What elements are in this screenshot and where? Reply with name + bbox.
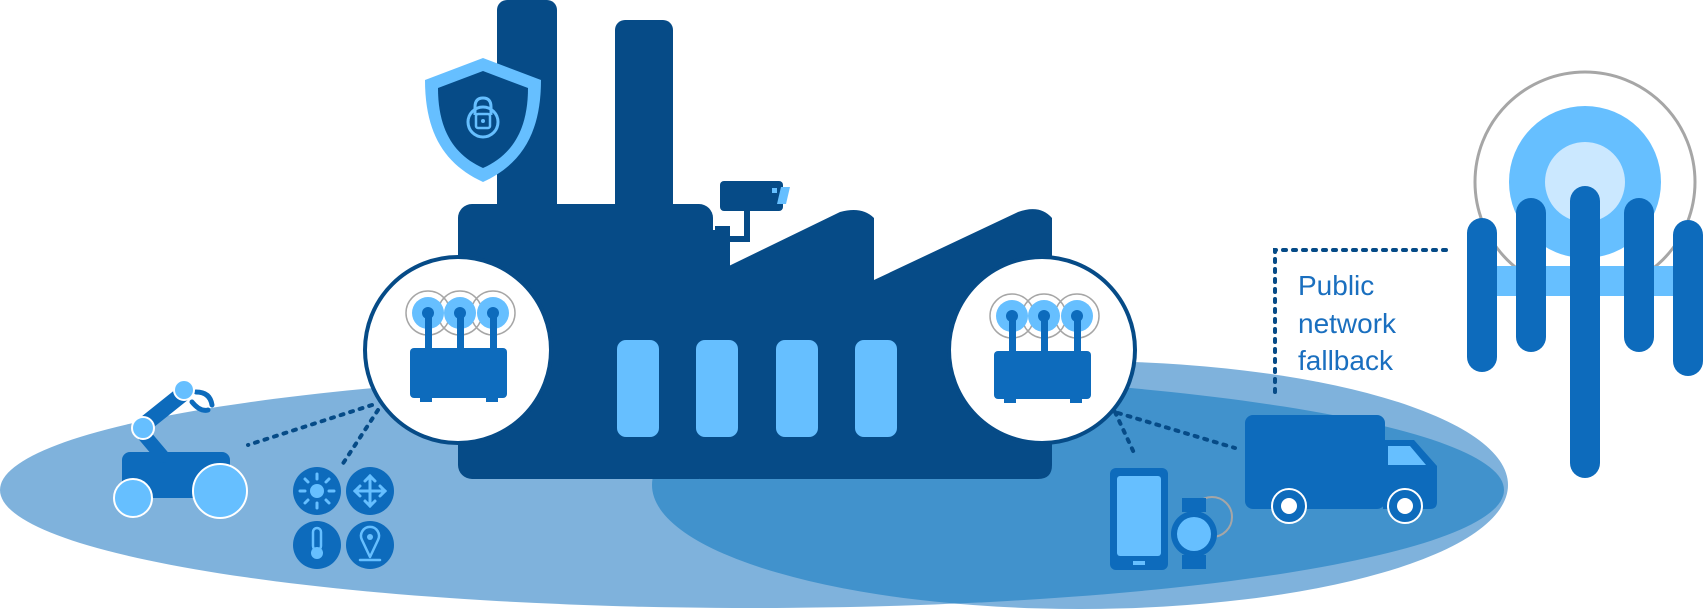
location-sensor-icon — [346, 521, 394, 569]
link-router-to-robot — [246, 403, 374, 447]
factory-window — [855, 340, 897, 437]
callout-line-3: fallback — [1298, 345, 1394, 376]
motion-sensor-icon — [346, 467, 394, 515]
callout-line-2: network — [1298, 308, 1397, 339]
factory-window — [696, 340, 738, 437]
chimney-right — [615, 20, 673, 230]
factory-windows — [617, 340, 897, 437]
tower-bars — [1467, 186, 1703, 478]
robot-arm-icon — [113, 379, 248, 519]
tower-signal-core — [1545, 142, 1625, 222]
temperature-sensor-icon — [293, 521, 341, 569]
callout-line-1: Public — [1298, 270, 1374, 301]
router-node-left — [363, 255, 553, 445]
security-camera-icon — [715, 181, 790, 248]
smartphone-icon — [1110, 468, 1168, 570]
smartwatch-icon — [1171, 496, 1233, 569]
link-truck-to-public-network — [1273, 248, 1448, 394]
router-icon — [994, 310, 1091, 403]
connection-lines — [246, 248, 1448, 467]
factory-window — [617, 340, 659, 437]
shield-lock-icon — [425, 58, 541, 182]
link-router-to-sensors — [340, 408, 380, 467]
public-network-fallback-label: Public network fallback — [1298, 270, 1397, 376]
router-icon — [410, 307, 507, 402]
factory-building — [458, 0, 1052, 479]
sensor-icons — [293, 467, 394, 569]
link-router-to-truck — [1116, 411, 1237, 450]
router-node-right — [947, 255, 1137, 445]
factory-window — [776, 340, 818, 437]
delivery-truck-icon — [1245, 415, 1437, 524]
link-router-to-smartphone — [1113, 410, 1137, 457]
cell-tower-icon — [1467, 70, 1703, 478]
sunlight-sensor-icon — [293, 467, 341, 515]
